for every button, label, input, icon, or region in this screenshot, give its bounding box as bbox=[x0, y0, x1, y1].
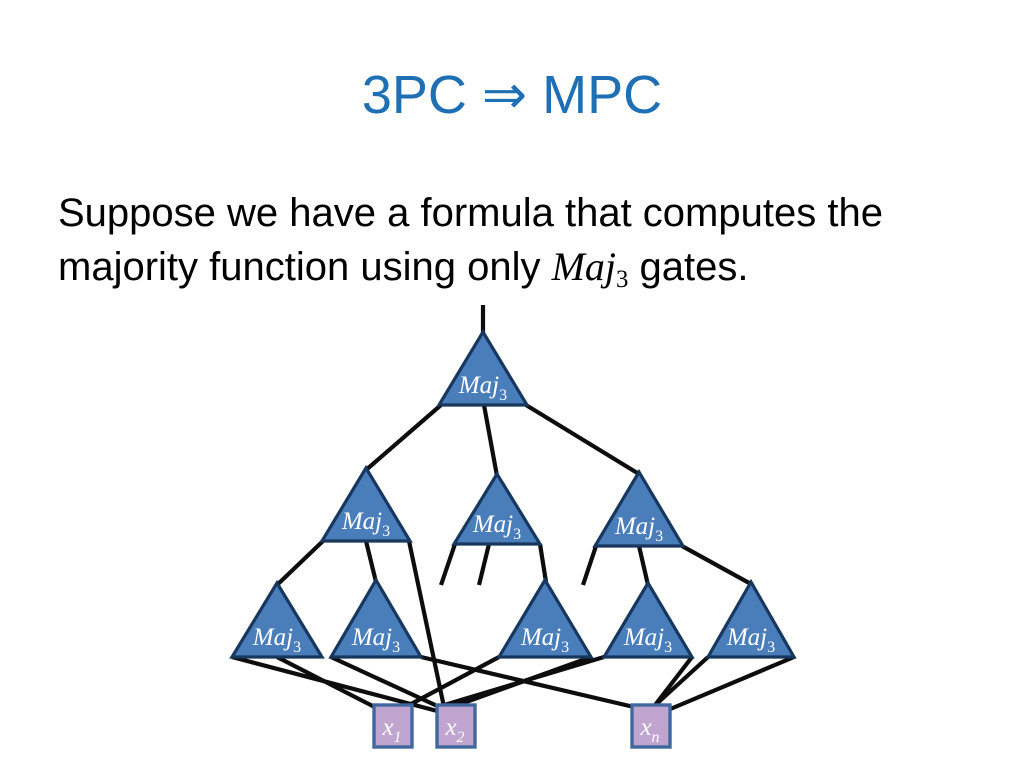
gate-m1[interactable]: Maj3 bbox=[319, 464, 413, 543]
gate-b5[interactable]: Maj3 bbox=[705, 578, 797, 659]
gate-label: Maj3 bbox=[351, 624, 400, 656]
gate-label: Maj3 bbox=[726, 624, 775, 656]
input-label: xn bbox=[639, 714, 659, 746]
gate-triangle bbox=[601, 579, 695, 659]
body-text-part2: gates. bbox=[628, 245, 749, 289]
input-box bbox=[630, 703, 672, 749]
input-node-x2[interactable]: x2 bbox=[435, 703, 477, 749]
wire-m3-right bbox=[680, 544, 753, 586]
gate-root[interactable]: Maj3 bbox=[436, 328, 530, 407]
wire-b2-right bbox=[420, 654, 652, 714]
input-label: x2 bbox=[444, 714, 464, 746]
maj3-inline-math: Maj3 bbox=[551, 244, 629, 293]
wire-b2-left bbox=[330, 655, 447, 712]
wire-b5-left bbox=[649, 655, 710, 711]
wire-root-right bbox=[524, 403, 641, 476]
input-label: x1 bbox=[381, 714, 401, 746]
wire-b3-left bbox=[397, 655, 500, 713]
gate-b4[interactable]: Maj3 bbox=[601, 579, 695, 659]
wire-m1-left bbox=[275, 539, 325, 587]
gate-triangle bbox=[592, 468, 686, 548]
gate-triangle bbox=[436, 328, 530, 407]
gate-m2[interactable]: Maj3 bbox=[451, 470, 543, 546]
input-box bbox=[435, 703, 477, 749]
gate-b3[interactable]: Maj3 bbox=[496, 576, 594, 659]
maj3-inline-base: Maj bbox=[551, 244, 617, 289]
wire-m2-right bbox=[537, 543, 549, 583]
inputs-layer: x1 x2 xn bbox=[372, 703, 672, 749]
gate-triangle bbox=[705, 578, 797, 659]
gate-label: Maj3 bbox=[252, 624, 301, 656]
wire-m1-mid bbox=[363, 540, 379, 583]
gate-b2[interactable]: Maj3 bbox=[328, 576, 424, 659]
maj3-inline-subscript: 3 bbox=[616, 265, 629, 293]
gate-label: Maj3 bbox=[458, 372, 507, 404]
wire-b4-left bbox=[440, 654, 605, 709]
gate-label: Maj3 bbox=[341, 508, 390, 540]
wire-m2-mid-stub bbox=[476, 543, 492, 586]
gate-label: Maj3 bbox=[614, 513, 663, 545]
input-node-xn[interactable]: xn bbox=[630, 703, 672, 749]
wire-root-left bbox=[364, 403, 443, 472]
edges-layer bbox=[231, 305, 795, 720]
wire-m1-right bbox=[406, 540, 447, 708]
wire-b5-right bbox=[667, 655, 795, 712]
gate-label: Maj3 bbox=[472, 511, 521, 543]
gate-m3[interactable]: Maj3 bbox=[592, 468, 686, 548]
wire-root-mid bbox=[481, 404, 500, 477]
wire-m3-mid bbox=[636, 545, 651, 586]
gate-triangle bbox=[328, 576, 424, 659]
input-node-x1[interactable]: x1 bbox=[372, 703, 414, 749]
wire-m3-left-stub bbox=[581, 545, 598, 586]
gate-label: Maj3 bbox=[520, 624, 569, 656]
gate-triangle bbox=[319, 464, 413, 543]
gate-triangle bbox=[451, 470, 543, 546]
body-text-part1: Suppose we have a formula that computes … bbox=[58, 191, 883, 289]
gate-b1[interactable]: Maj3 bbox=[229, 579, 325, 659]
wire-m2-left-stub bbox=[439, 543, 457, 586]
input-box bbox=[372, 703, 414, 749]
gate-triangle bbox=[496, 576, 594, 659]
body-paragraph: Suppose we have a formula that computes … bbox=[58, 186, 958, 307]
gate-label: Maj3 bbox=[623, 624, 672, 656]
gate-triangle bbox=[229, 579, 325, 659]
page-title: 3PC ⇒ MPC bbox=[361, 65, 663, 125]
wire-b1-left bbox=[231, 654, 442, 715]
